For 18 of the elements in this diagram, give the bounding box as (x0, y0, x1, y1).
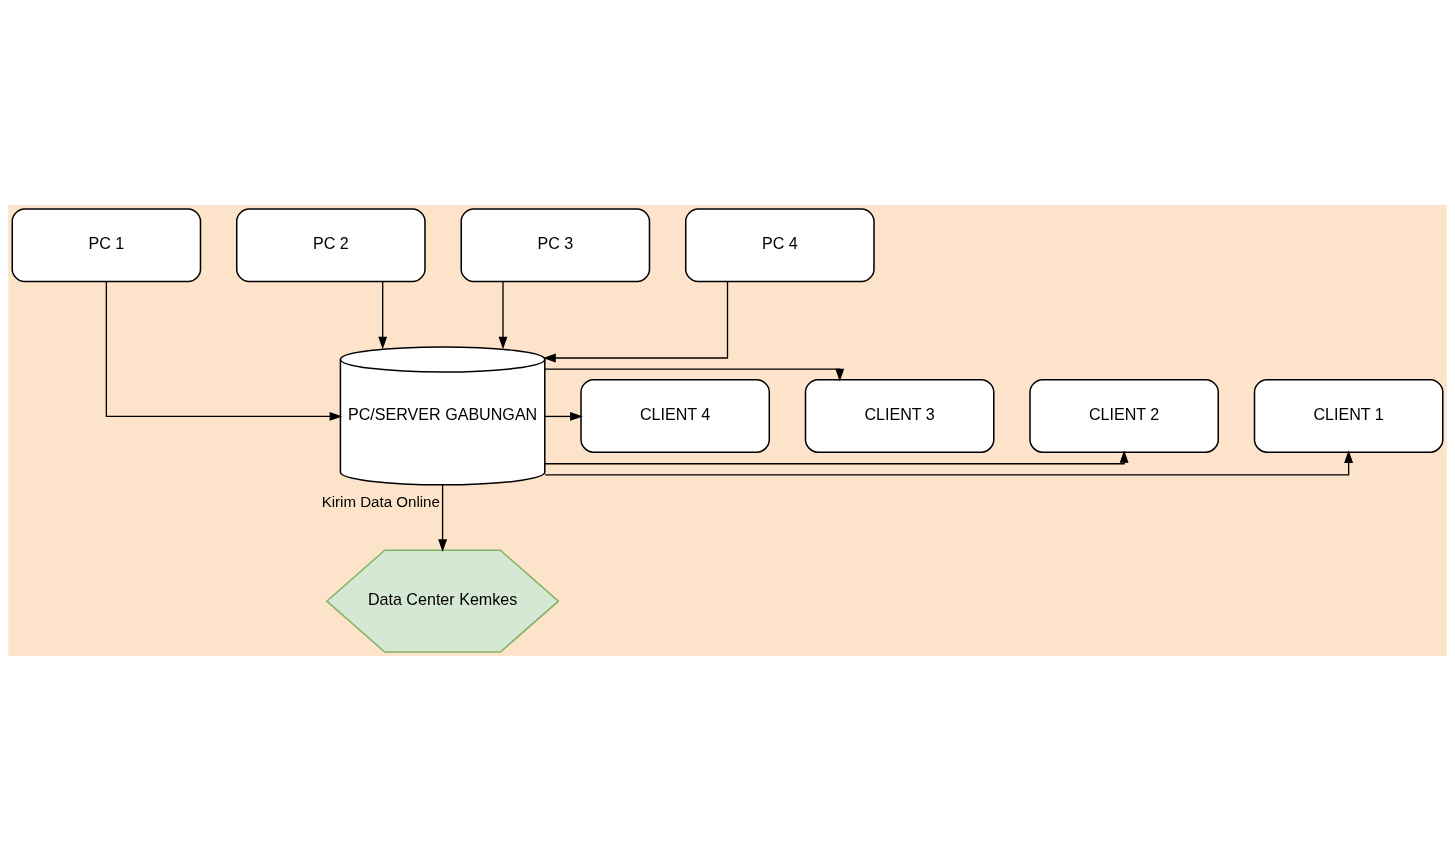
arrow (544, 367, 845, 381)
arrow (544, 449, 1129, 464)
node-box: CLIENT 1 (1253, 378, 1444, 453)
node-box: PC 4 (684, 207, 875, 282)
node-box: CLIENT 2 (1029, 378, 1219, 453)
arrow (105, 280, 343, 421)
node-box: PC 1 (11, 207, 202, 282)
edge-label: Kirim Data Online (321, 492, 440, 510)
arrow (544, 449, 1354, 475)
node-box: PC 2 (236, 207, 426, 282)
node-box: CLIENT 3 (804, 378, 995, 453)
node-box: PC 3 (460, 207, 651, 282)
arrow (543, 280, 729, 362)
arrow (378, 280, 388, 349)
arrow (544, 411, 583, 421)
arrow (438, 483, 448, 552)
node-box: CLIENT 4 (580, 378, 771, 453)
arrow (498, 280, 508, 349)
